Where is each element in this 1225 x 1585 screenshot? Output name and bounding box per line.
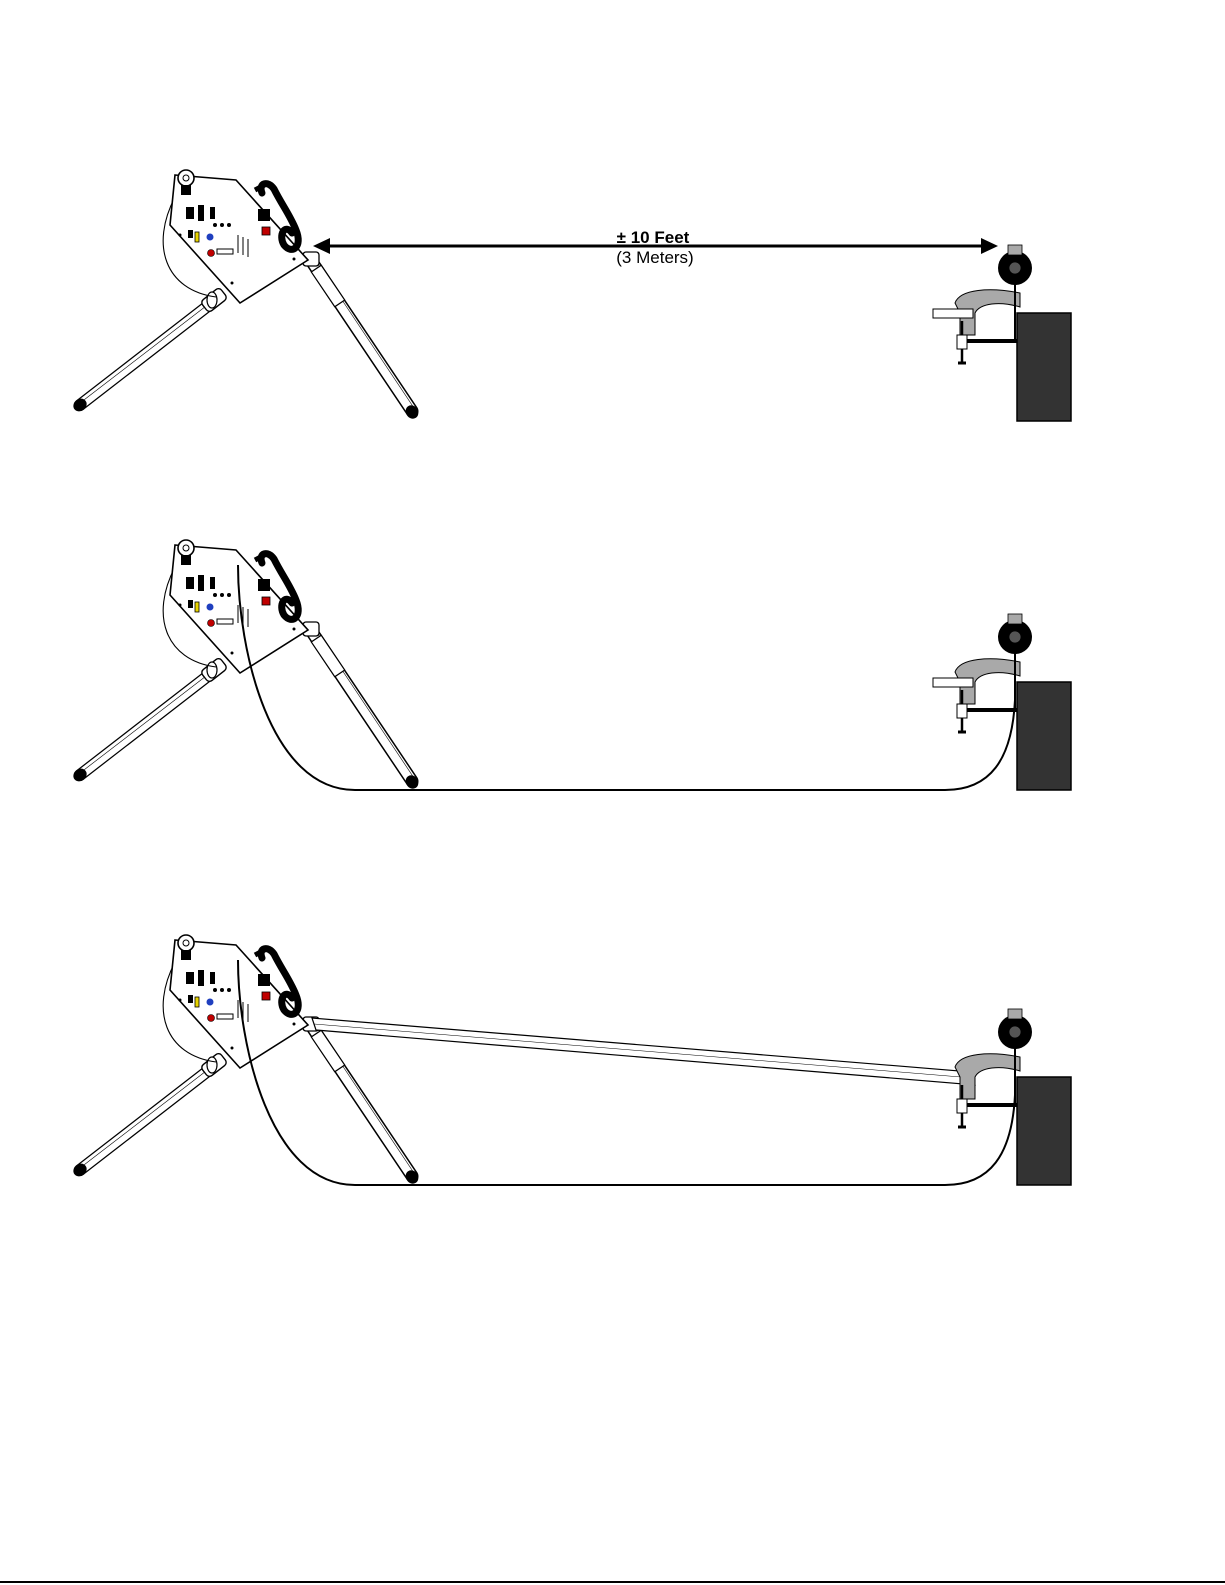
clamp-unit-3	[955, 1009, 1071, 1185]
clamp-unit-2	[933, 614, 1071, 790]
panel-step-2	[71, 540, 1071, 791]
extension-pole	[312, 1018, 975, 1085]
metric-label: (3 Meters)	[616, 248, 693, 267]
panel-step-3	[71, 935, 1071, 1186]
reel-unit-3	[71, 935, 421, 1186]
reel-unit-2	[71, 540, 421, 791]
footer-rule	[0, 1581, 1225, 1583]
panel-step-1: ± 10 Feet (3 Meters)	[71, 170, 1071, 421]
hose-line-2	[238, 565, 1015, 790]
clamp-unit-1	[933, 245, 1071, 421]
reel-unit-1	[71, 170, 421, 421]
distance-label: ± 10 Feet	[617, 228, 690, 247]
